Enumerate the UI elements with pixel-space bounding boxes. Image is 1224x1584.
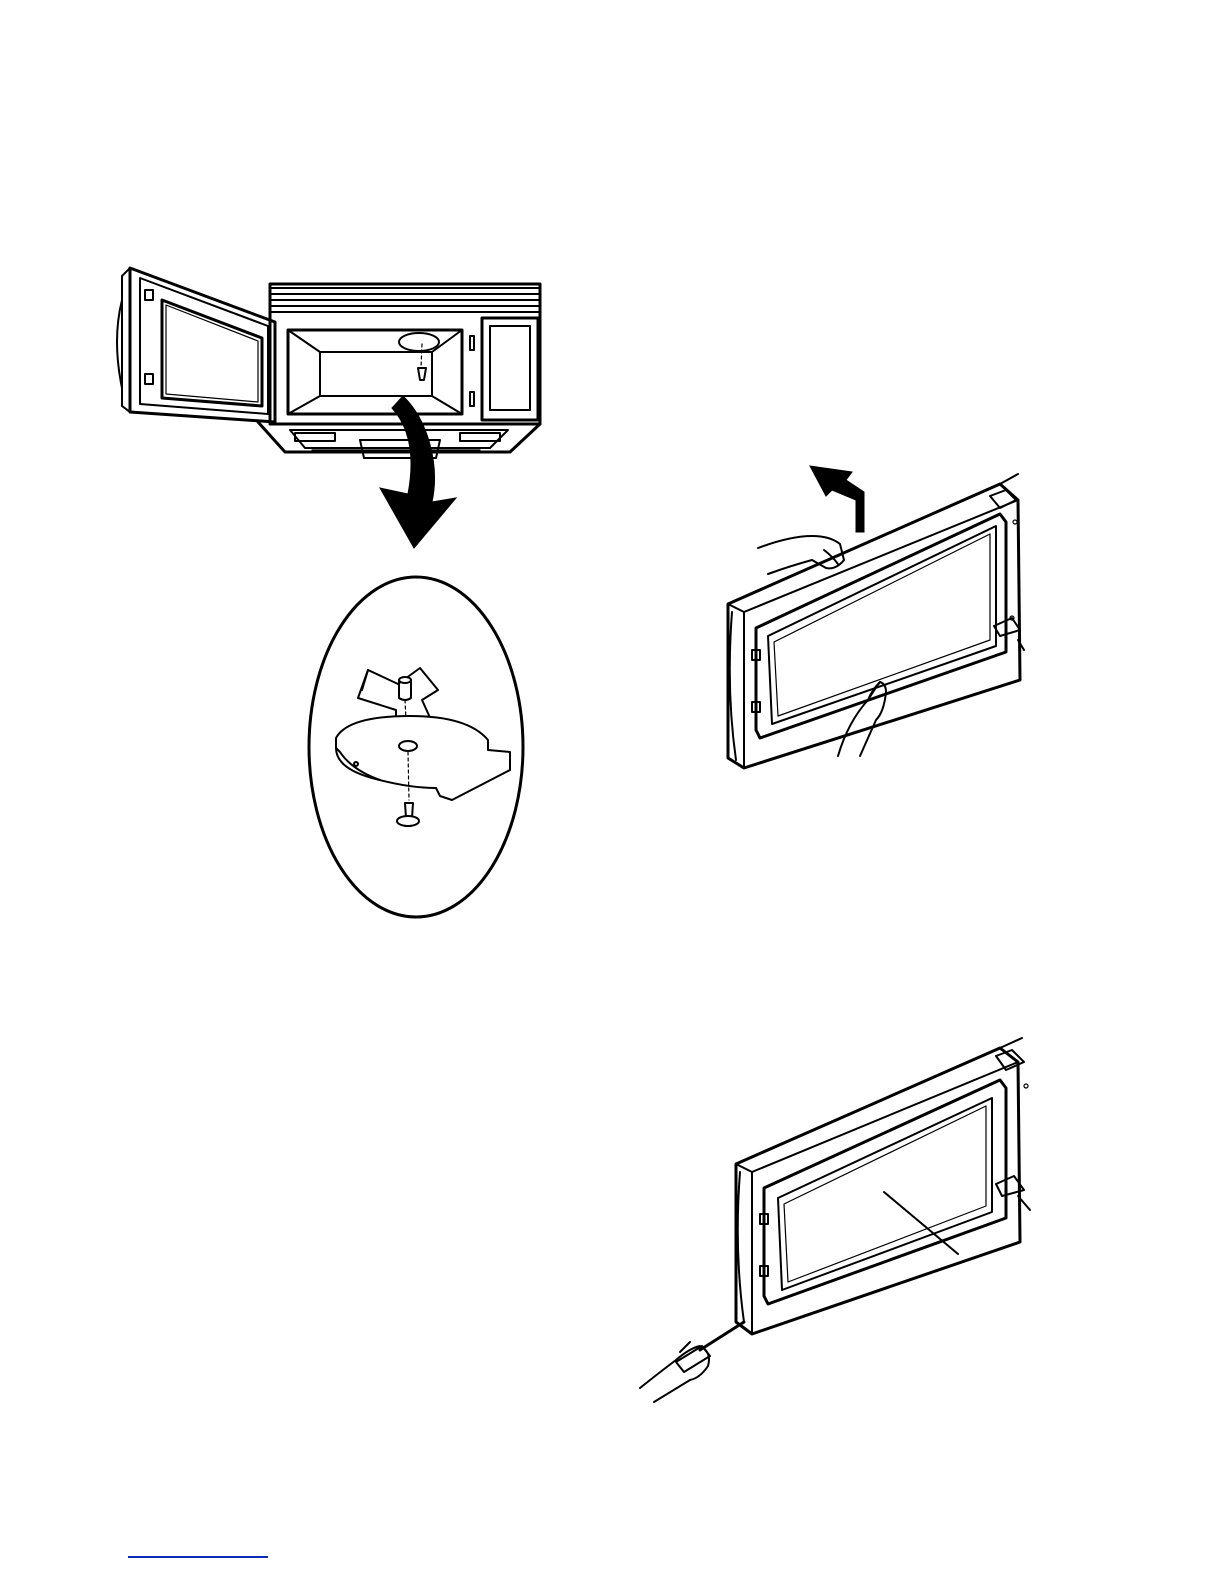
up-arrow	[810, 466, 864, 532]
door-lift-diagram	[720, 460, 1040, 780]
turntable-detail-callout	[309, 577, 523, 917]
oven-turntable-diagram	[100, 255, 560, 935]
door-panel	[728, 474, 1024, 768]
down-arrow	[380, 396, 456, 548]
door-panel	[736, 1038, 1030, 1334]
oven-door-open	[117, 268, 275, 422]
oven-cabinet	[258, 284, 540, 458]
hand-with-screwdriver	[640, 1322, 744, 1402]
leader-line	[884, 1192, 958, 1254]
footer-rule	[128, 1556, 268, 1558]
door-pry-diagram	[636, 1030, 1036, 1410]
